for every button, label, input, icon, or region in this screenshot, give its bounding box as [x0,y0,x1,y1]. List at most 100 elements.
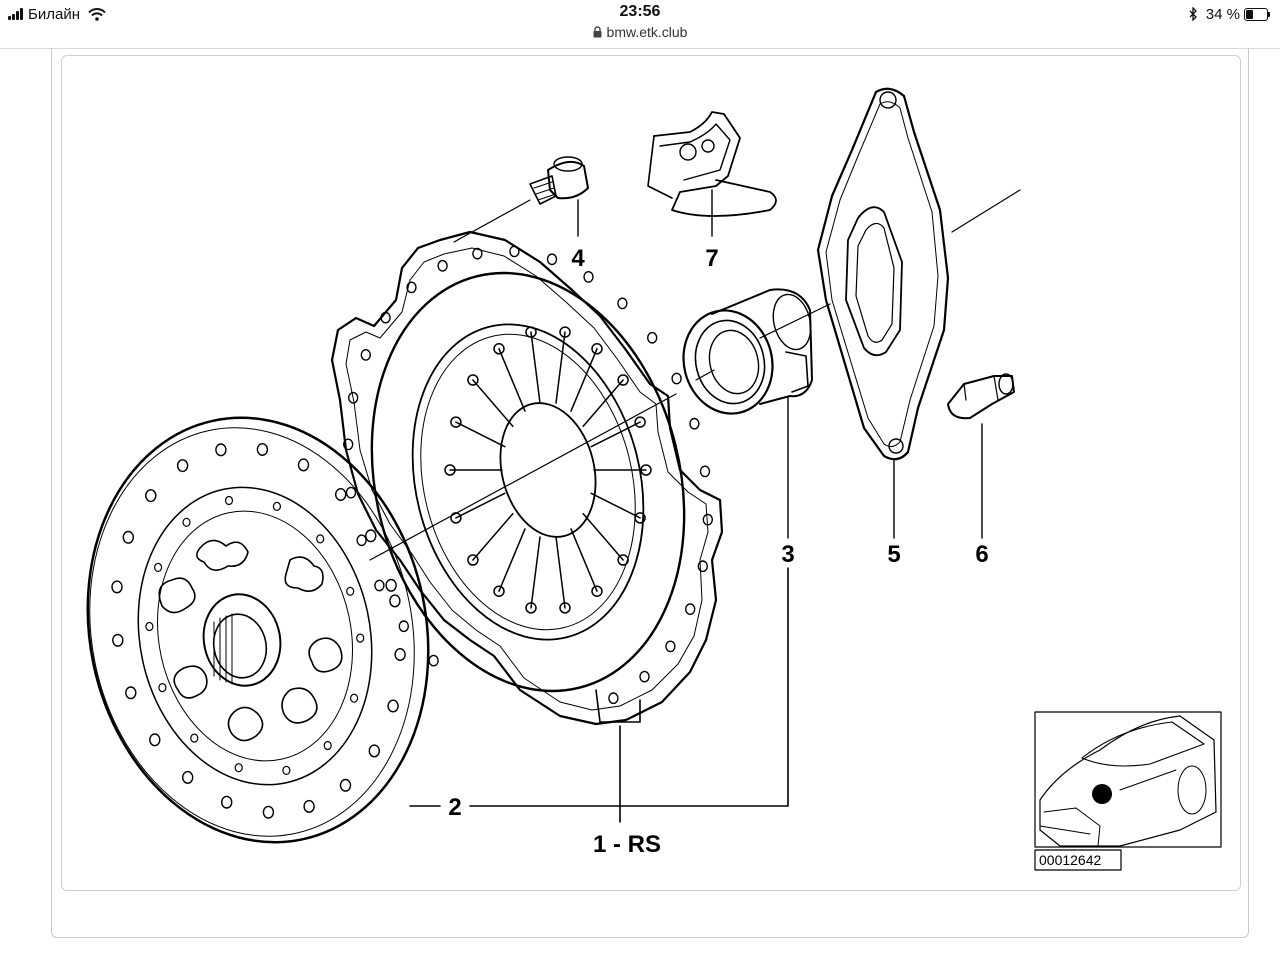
diaphragm-finger-tip [525,602,537,614]
signal-bars-icon [8,8,24,20]
disc-hole [125,686,137,700]
diaphragm-finger [472,379,514,428]
disc-rivet [282,765,291,776]
disc-rivet [158,682,167,693]
disc-rivet [182,517,191,527]
reference-code-box [1034,849,1122,871]
url-bar[interactable]: bmw.etk.club [0,24,1280,40]
diaphragm-finger-tip [634,416,646,428]
label-part-4[interactable]: 4 [571,245,585,272]
disc-rivet [346,586,355,596]
label-part-6[interactable]: 6 [975,541,988,568]
disc-rivet [234,763,243,773]
disc-hole [389,594,401,608]
plate-bolt-hole [398,620,409,633]
plate-bolt-hole [647,331,658,344]
plate-bolt-hole [639,670,650,683]
status-right: 34 % [1189,4,1270,24]
diaphragm-finger [455,421,506,448]
plate-bolt-hole [406,281,417,294]
label-part-2[interactable]: 2 [448,794,461,821]
disc-hole [215,443,227,457]
plate-bolt-hole [345,486,357,499]
plate-bolt-hole [689,417,700,430]
diaphragm-finger [555,536,566,609]
disc-hole [181,770,194,784]
diaphragm-finger [590,492,641,519]
diaphragm-finger-tip [617,554,629,566]
disc-hole [262,805,275,819]
vehicle-locator-thumbnail[interactable] [1034,711,1222,848]
diagram-frame [61,55,1241,891]
reference-code: 00012642 [1039,852,1102,868]
diaphragm-finger-tip [591,343,603,355]
disc-hole [394,648,406,662]
bolt-part[interactable] [529,156,589,205]
diaphragm-finger-tip [493,343,505,355]
disc-hole [149,733,161,747]
plate-bolt-hole [702,513,713,526]
disc-rivet [350,693,359,703]
diaphragm-finger [455,492,506,519]
disc-hole [145,489,157,503]
diaphragm-finger [570,348,598,412]
clutch-disc-part[interactable] [49,386,467,875]
url-text[interactable]: bmw.etk.club [606,24,688,40]
diaphragm-finger-tip [559,602,571,614]
label-part-1[interactable]: 1 - RS [593,831,661,858]
disc-hole [111,580,123,594]
clock: 23:56 [619,3,661,20]
diaphragm-finger [498,348,526,412]
disc-hole [176,459,189,473]
disc-hole [385,578,397,592]
diaphragm-finger-tip [525,326,537,338]
diaphragm-finger-tip [444,464,456,476]
pressure-plate-part[interactable] [329,230,727,726]
plate-bolt-hole [617,297,628,310]
plate-bolt-hole [343,438,354,451]
plate-bolt-hole [472,247,483,260]
plate-bolt-hole [546,253,558,266]
lock-icon [593,26,602,38]
disc-rivet [316,534,325,544]
status-left: Билайн [8,4,106,24]
battery-percentage: 34 % [1205,5,1240,23]
diaphragm-finger [472,512,514,561]
plate-bolt-hole [699,465,711,478]
diaphragm-finger [570,528,598,592]
diaphragm-finger [582,379,624,428]
plate-bolt-hole [428,654,439,667]
disc-hole [303,799,315,813]
diaphragm-finger [530,536,541,609]
label-part-5[interactable]: 5 [887,541,900,568]
plate-bolt-hole [437,259,448,272]
label-part-7[interactable]: 7 [705,245,718,272]
page-card [51,48,1249,938]
plate-bolt-hole [665,640,676,653]
disc-hole [256,443,269,457]
release-bearing-part[interactable] [673,288,817,423]
disc-hole [339,778,352,792]
diaphragm-finger-tip [591,585,603,597]
guide-plate-part[interactable] [816,87,950,461]
plate-bolt-hole [697,560,708,573]
pin-part[interactable] [947,373,1015,420]
diaphragm-finger [590,421,641,448]
carrier-name: Билайн [28,5,80,23]
diaphragm-finger-tip [634,512,646,524]
disc-rivet [323,740,332,751]
disc-rivet [154,562,163,573]
label-part-3[interactable]: 3 [781,541,794,568]
diaphragm-finger-tip [559,326,571,338]
diaphragm-finger-tip [450,416,462,428]
diaphragm-finger [555,331,566,404]
plate-bolt-hole [374,579,385,592]
plate-bolt-hole [360,348,371,361]
plate-bolt-hole [380,311,391,324]
diaphragm-finger-tip [640,464,652,476]
spring-clip-part[interactable] [647,111,777,217]
diaphragm-finger [498,528,526,592]
plate-bolt-hole [671,372,682,385]
plate-bolt-hole [348,391,359,404]
